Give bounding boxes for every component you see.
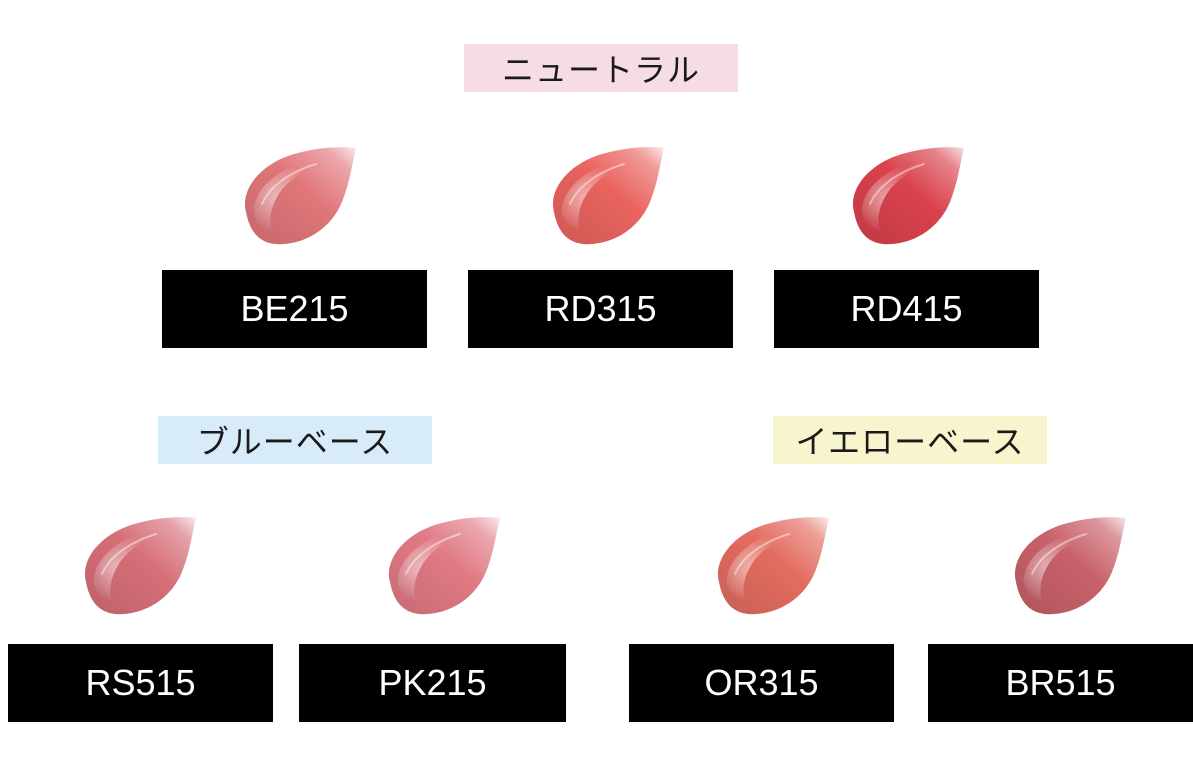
group-label-neutral: ニュートラル (464, 44, 738, 92)
shade-label-pk215: PK215 (299, 644, 566, 722)
swatch-be215 (232, 142, 362, 252)
shade-label-rs515: RS515 (8, 644, 273, 722)
swatch-rd415 (840, 142, 970, 252)
swatch-rs515 (72, 512, 202, 622)
shade-label-be215: BE215 (162, 270, 427, 348)
swatch-pk215 (376, 512, 506, 622)
group-label-blue-base: ブルーベース (158, 416, 432, 464)
shade-label-rd415: RD415 (774, 270, 1039, 348)
shade-label-br515: BR515 (928, 644, 1193, 722)
shade-label-rd315: RD315 (468, 270, 733, 348)
group-label-yellow-base: イエローベース (773, 416, 1047, 464)
swatch-or315 (705, 512, 835, 622)
swatch-rd315 (540, 142, 670, 252)
swatch-br515 (1002, 512, 1132, 622)
shade-label-or315: OR315 (629, 644, 894, 722)
